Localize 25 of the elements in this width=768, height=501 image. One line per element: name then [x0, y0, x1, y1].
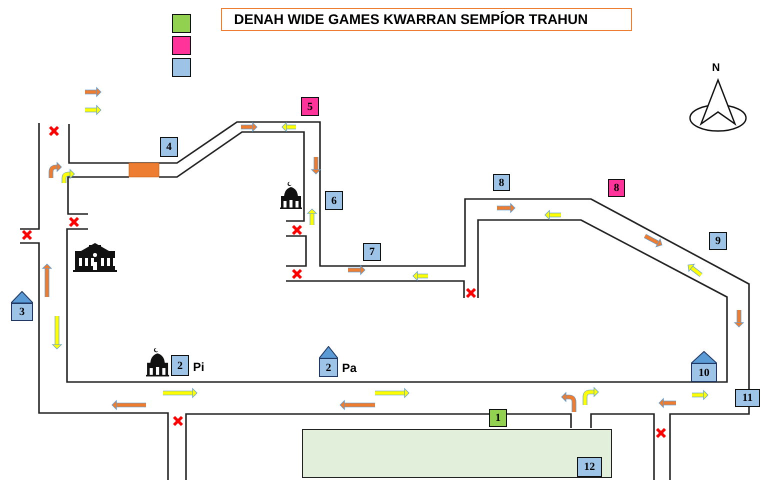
- marker-number: 3: [11, 303, 33, 321]
- map-title: DENAH WIDE GAMES KWARRAN SEMPĺOR TRAHUN: [221, 8, 632, 31]
- checkpoint-marker: 4: [160, 137, 178, 157]
- marker-number: 2: [319, 358, 338, 377]
- color-swatch: [172, 36, 191, 55]
- checkpoint-marker: 7: [363, 243, 381, 261]
- color-swatch: [172, 58, 191, 77]
- checkpoint-marker: 6: [325, 191, 343, 210]
- checkpoint-marker: 12: [577, 457, 602, 477]
- house-marker: [319, 346, 338, 377]
- north-label: N: [712, 62, 720, 74]
- checkpoint-marker: 1: [489, 409, 507, 427]
- checkpoint-marker: 5: [301, 97, 319, 116]
- checkpoint-marker: 2: [171, 355, 189, 376]
- place-label: Pi: [193, 360, 204, 374]
- checkpoint-marker: 9: [709, 232, 727, 250]
- checkpoint-marker: 11: [735, 389, 760, 407]
- house-marker: [691, 351, 717, 382]
- checkpoint-marker: 8: [493, 174, 510, 191]
- color-swatch: [172, 14, 191, 33]
- marker-number: 10: [691, 363, 717, 382]
- checkpoint-marker: 8: [608, 179, 625, 197]
- field-area: [302, 429, 612, 478]
- house-marker: [11, 291, 33, 321]
- place-label: Pa: [342, 361, 357, 375]
